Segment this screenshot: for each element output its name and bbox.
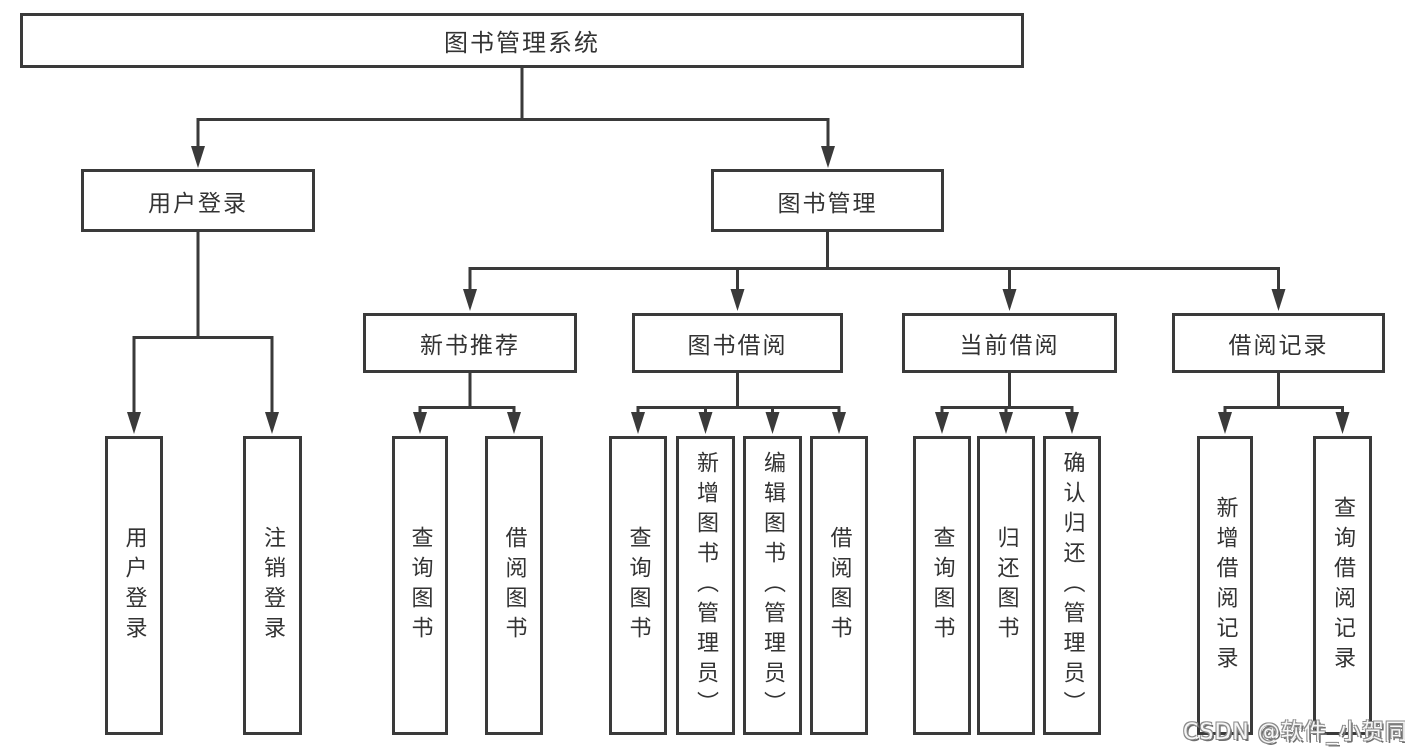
node-label: 当前借阅: [959, 333, 1060, 359]
node-book-management: 图书管理: [711, 169, 944, 232]
leaf-borrow-books: 借阅图书: [810, 436, 868, 735]
leaf-label: 注销登录: [260, 525, 286, 646]
leaf-user-login: 用户登录: [105, 436, 163, 735]
leaf-logout: 注销登录: [243, 436, 302, 735]
leaf-label: 归还图书: [993, 525, 1019, 646]
csdn-watermark: CSDN @软件_小贺同学: [1183, 720, 1405, 745]
leaf-query-books-borrow: 查询图书: [609, 436, 667, 735]
leaf-add-books-admin: 新增图书（管理员）: [676, 436, 735, 735]
leaf-query-books-recommend: 查询图书: [392, 436, 448, 735]
node-label: 图书管理: [777, 190, 878, 217]
leaf-confirm-return-admin: 确认归还（管理员）: [1043, 436, 1101, 735]
leaf-query-books-current: 查询图书: [913, 436, 971, 735]
leaf-edit-books-admin: 编辑图书（管理员）: [743, 436, 802, 735]
leaf-label: 借阅图书: [501, 525, 527, 646]
node-label: 用户登录: [148, 190, 248, 217]
node-user-login: 用户登录: [81, 169, 315, 232]
node-label: 图书借阅: [687, 333, 788, 359]
leaf-borrow-books-recommend: 借阅图书: [485, 436, 543, 735]
arrowheads: [127, 146, 1350, 434]
leaf-label: 用户登录: [121, 525, 147, 646]
node-current-borrowing: 当前借阅: [902, 313, 1117, 373]
leaf-label: 查询图书: [407, 525, 433, 646]
leaf-query-borrow-record: 查询借阅记录: [1313, 436, 1372, 735]
leaf-label: 查询图书: [929, 525, 955, 646]
leaf-add-borrow-record: 新增借阅记录: [1197, 436, 1253, 735]
node-root-library-system: 图书管理系统: [20, 13, 1024, 68]
leaf-label: 编辑图书（管理员）: [760, 450, 786, 721]
node-book-borrowing: 图书借阅: [632, 313, 843, 373]
node-label: 借阅记录: [1228, 333, 1329, 359]
node-borrowing-records: 借阅记录: [1172, 313, 1385, 373]
node-label: 新书推荐: [420, 333, 520, 359]
node-new-book-recommend: 新书推荐: [363, 313, 577, 373]
leaf-label: 查询图书: [625, 525, 651, 646]
leaf-return-books: 归还图书: [977, 436, 1035, 735]
leaf-label: 借阅图书: [826, 525, 852, 646]
leaf-label: 新增图书（管理员）: [693, 450, 719, 721]
leaf-label: 查询借阅记录: [1330, 495, 1356, 676]
leaf-label: 新增借阅记录: [1212, 495, 1238, 676]
node-label: 图书管理系统: [444, 29, 600, 57]
leaf-label: 确认归还（管理员）: [1059, 450, 1085, 721]
